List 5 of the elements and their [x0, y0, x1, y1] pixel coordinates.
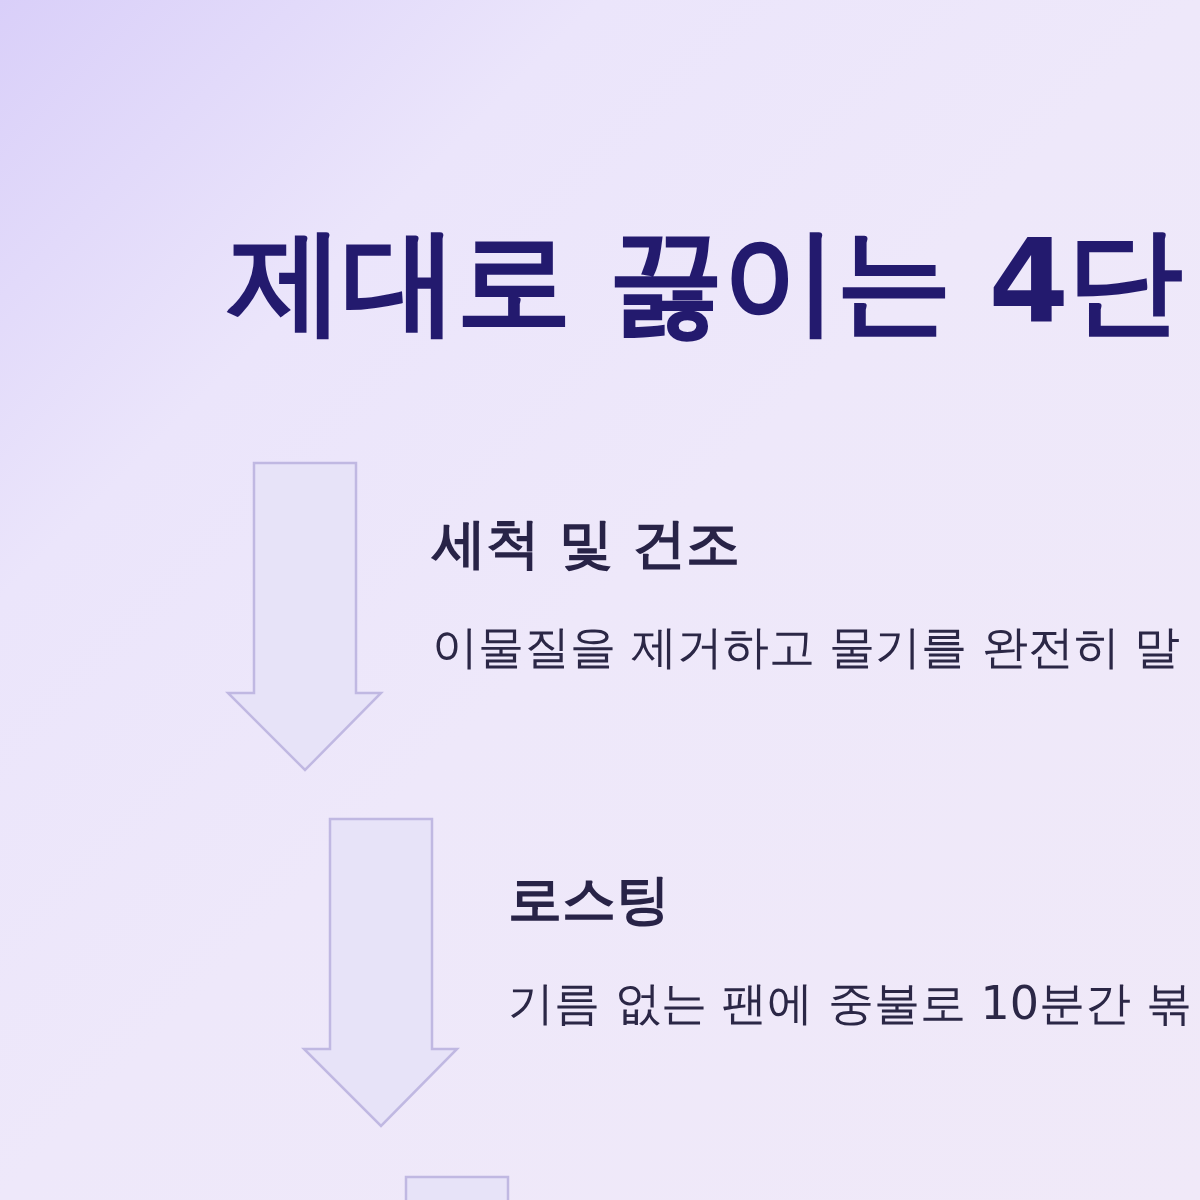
step-heading: 로스팅	[508, 868, 670, 933]
step-description: 기름 없는 팬에 중불로 10분간 볶	[508, 976, 1192, 1032]
step-description: 이물질을 제거하고 물기를 완전히 말	[432, 620, 1181, 676]
title: 제대로 끓이는 4단	[228, 213, 1181, 350]
step-heading: 세척 및 건조	[432, 512, 740, 577]
